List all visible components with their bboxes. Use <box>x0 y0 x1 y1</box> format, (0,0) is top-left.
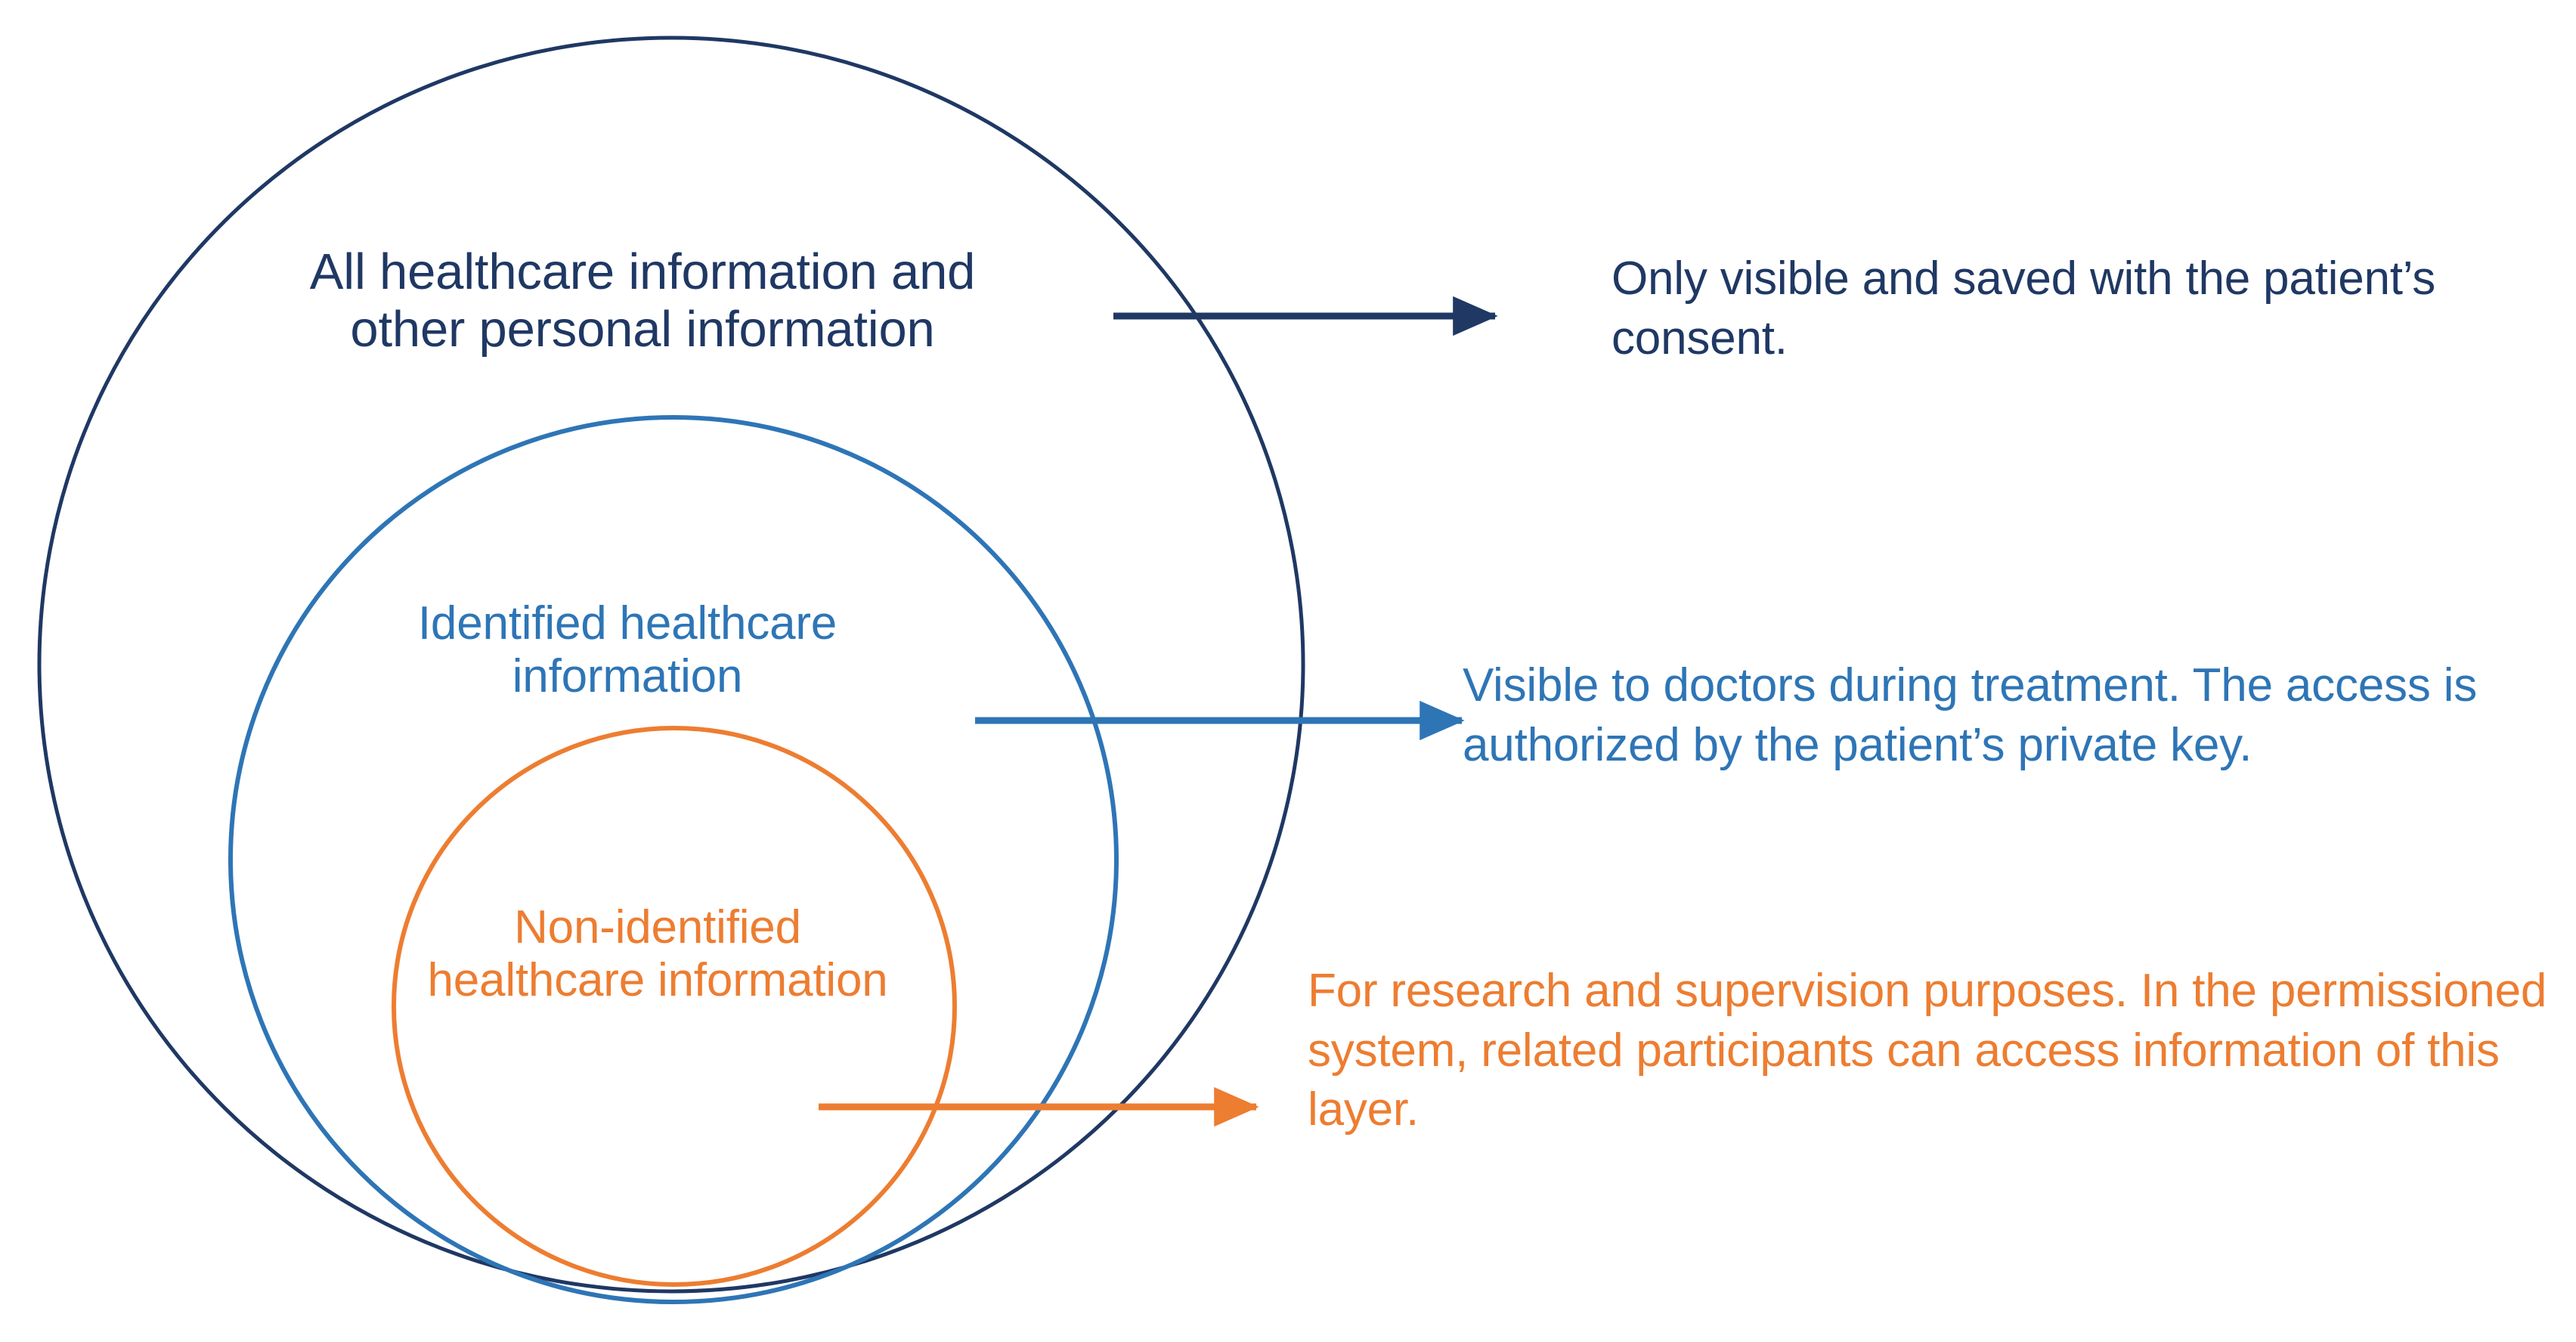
outer-circle-all-information <box>37 36 1305 1294</box>
middle-circle-label: Identified healthcare information <box>417 597 838 703</box>
inner-circle-non-identified-information <box>392 726 957 1287</box>
outer-circle-annotation: Only visible and saved with the patient’… <box>1612 253 2436 364</box>
inner-circle-label: Non-identified healthcare information <box>427 901 888 1007</box>
middle-circle-identified-information <box>228 415 1119 1304</box>
outer-circle-label: All healthcare information and other per… <box>309 243 976 358</box>
middle-circle-annotation: Visible to doctors during treatment. The… <box>1463 659 2478 771</box>
inner-circle-annotation: For research and supervision purposes. I… <box>1308 965 2547 1136</box>
